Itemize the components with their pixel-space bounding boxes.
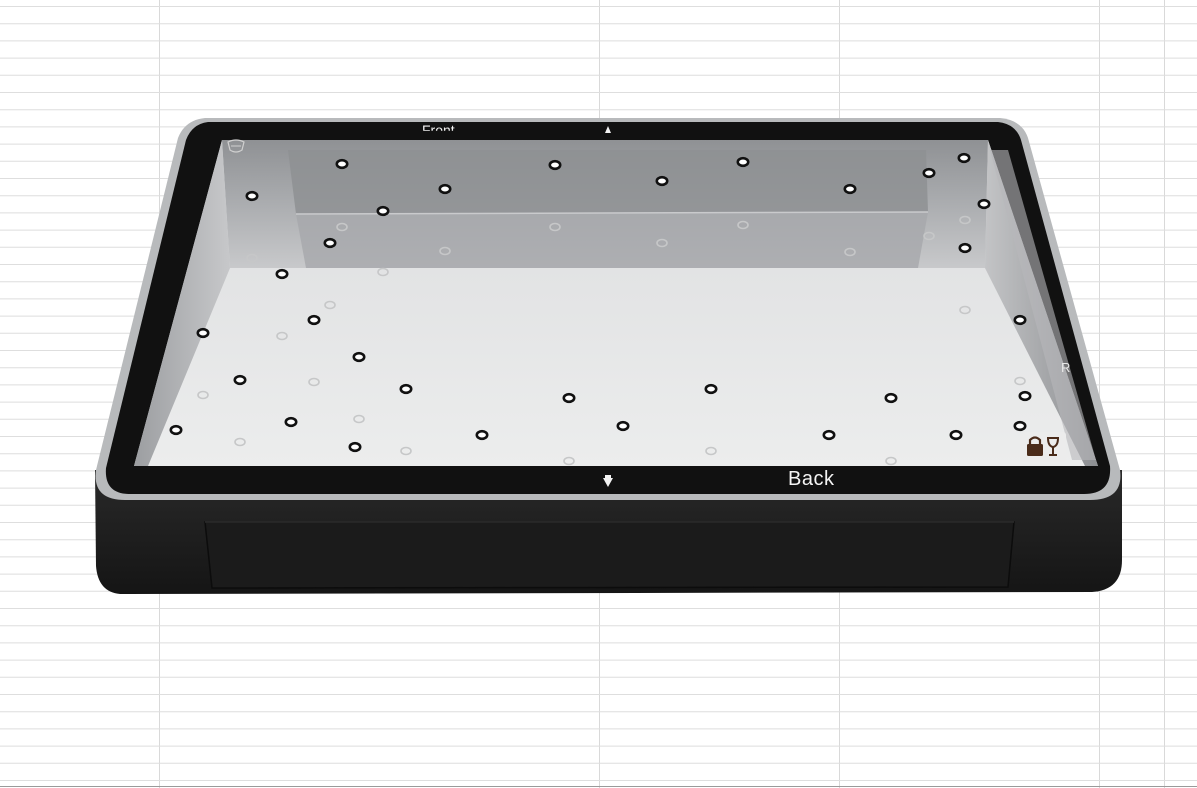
screw-hole xyxy=(307,314,321,326)
screw-hole-reflection xyxy=(737,220,749,230)
screw-hole xyxy=(348,441,362,453)
screw-hole xyxy=(548,159,562,171)
screw-hole-reflection xyxy=(923,231,935,241)
tray-floor xyxy=(148,268,1085,466)
screw-hole xyxy=(438,183,452,195)
screw-hole xyxy=(335,158,349,170)
screw-hole xyxy=(196,327,210,339)
screw-hole xyxy=(245,190,259,202)
wine-glass-icon xyxy=(1046,437,1060,456)
screw-hole xyxy=(475,429,489,441)
screw-hole xyxy=(884,392,898,404)
screw-hole-reflection xyxy=(844,247,856,257)
front-arrow-icon xyxy=(605,126,611,133)
screw-hole-reflection xyxy=(400,446,412,456)
screw-hole-reflection xyxy=(656,238,668,248)
screw-hole-reflection xyxy=(705,446,717,456)
screw-hole xyxy=(1013,314,1027,326)
screw-hole xyxy=(977,198,991,210)
screw-hole xyxy=(284,416,298,428)
screw-hole-reflection xyxy=(246,253,258,263)
screw-hole-reflection xyxy=(276,331,288,341)
tray-drawer-panel xyxy=(204,521,1015,589)
side-label: R xyxy=(1061,360,1071,375)
screw-hole-reflection xyxy=(959,305,971,315)
screw-hole xyxy=(323,237,337,249)
screw-hole xyxy=(275,268,289,280)
screw-hole xyxy=(169,424,183,436)
screw-hole xyxy=(352,351,366,363)
screw-hole-reflection xyxy=(959,215,971,225)
lock-icon xyxy=(1027,436,1043,456)
screw-hole xyxy=(233,374,247,386)
screw-hole xyxy=(957,152,971,164)
screw-hole xyxy=(376,205,390,217)
shield-icon xyxy=(227,139,245,153)
screw-hole-reflection xyxy=(308,377,320,387)
corner-badge xyxy=(1020,432,1066,462)
screw-hole-reflection xyxy=(234,437,246,447)
screw-hole xyxy=(736,156,750,168)
front-label: Front xyxy=(422,122,455,138)
back-arrow-icon xyxy=(603,478,613,487)
screw-hole-reflection xyxy=(885,456,897,466)
screw-hole-reflection xyxy=(563,456,575,466)
screw-hole xyxy=(704,383,718,395)
screw-hole xyxy=(958,242,972,254)
screw-hole xyxy=(1013,420,1027,432)
screw-hole xyxy=(655,175,669,187)
screw-hole-reflection xyxy=(377,267,389,277)
screw-hole-reflection xyxy=(197,390,209,400)
screw-hole xyxy=(616,420,630,432)
screw-hole xyxy=(1018,390,1032,402)
screw-hole xyxy=(922,167,936,179)
screw-hole-reflection xyxy=(336,222,348,232)
screw-hole xyxy=(949,429,963,441)
screw-hole-reflection xyxy=(439,246,451,256)
screw-hole xyxy=(843,183,857,195)
screw-hole xyxy=(822,429,836,441)
tray-left-wall xyxy=(134,140,230,466)
screw-hole-reflection xyxy=(549,222,561,232)
back-label: Back xyxy=(788,468,835,490)
screw-hole-reflection xyxy=(353,414,365,424)
screw-hole xyxy=(399,383,413,395)
screw-hole xyxy=(562,392,576,404)
tray-back-ledge xyxy=(288,150,928,214)
screw-hole-reflection xyxy=(324,300,336,310)
screw-hole-reflection xyxy=(1014,376,1026,386)
